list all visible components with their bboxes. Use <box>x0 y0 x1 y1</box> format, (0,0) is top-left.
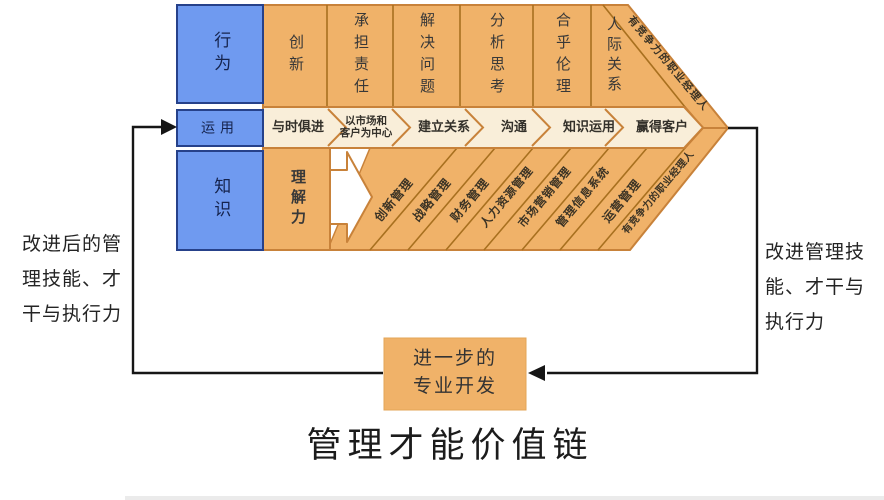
feedback-loop-right-line <box>547 126 759 375</box>
behavior-item-responsibility: 承担责任 <box>352 12 369 100</box>
band-divider <box>602 4 686 108</box>
comprehension-label: 理解力 <box>289 169 306 229</box>
behavior-item-innovation: 创新 <box>287 34 304 78</box>
behavior-column-dividers <box>326 4 686 108</box>
stripe-divider <box>407 147 496 251</box>
arrowhead-right-icon <box>161 119 177 135</box>
stripe-divider <box>369 147 458 251</box>
behavior-row-label: 行为 <box>211 31 231 77</box>
behavior-item-ethics: 合乎伦理 <box>554 12 571 100</box>
diagram-title: 管理才能价值链 <box>306 426 594 465</box>
chevron-separator <box>464 108 485 147</box>
behavior-item-interpersonal: 人际关系 <box>605 16 622 96</box>
feedback-loop-left-line <box>131 125 383 375</box>
application-step-communication: 沟通 <box>500 119 528 135</box>
apply-row-label: 运用 <box>201 119 239 136</box>
further-development-box <box>383 337 527 411</box>
application-step-knowledge-use: 知识运用 <box>562 119 616 135</box>
left-feedback-note: 改进后的管 理技能、才 干与执行力 <box>22 234 123 325</box>
stripe-divider <box>559 147 648 251</box>
further-development-box-label: 进一步的 专业开发 <box>412 348 498 397</box>
chevron-separator <box>391 108 412 147</box>
behavior-item-problem-solving: 解决问题 <box>418 12 435 100</box>
apply-row-box <box>176 109 264 147</box>
right-feedback-note: 改进管理技 能、才干与 执行力 <box>765 242 866 333</box>
stripe-divider <box>521 147 610 251</box>
arrowhead-left-icon <box>528 365 545 381</box>
chevron-separator <box>327 108 348 147</box>
knowledge-row-box <box>176 150 264 251</box>
stripe-divider <box>597 147 686 251</box>
knowledge-stripe-dividers <box>369 147 686 251</box>
comprehension-arrow-icon <box>329 151 373 243</box>
application-step-win-customers: 赢得客户 <box>635 119 689 135</box>
application-step-relationships: 建立关系 <box>417 119 471 135</box>
stripe-divider <box>483 147 572 251</box>
footer-strip <box>125 496 884 500</box>
chevron-separator <box>604 108 625 147</box>
behavior-row-box <box>176 4 264 104</box>
application-step-market-customer: 以市场和 客户为中心 <box>339 115 393 139</box>
chevron-separator <box>531 108 552 147</box>
application-step-keep-pace: 与时俱进 <box>271 119 325 135</box>
stripe-divider <box>445 147 534 251</box>
knowledge-row-label: 知识 <box>211 177 231 223</box>
behavior-item-analytical-thinking: 分析思考 <box>488 12 505 100</box>
chevron-separators <box>327 108 625 147</box>
